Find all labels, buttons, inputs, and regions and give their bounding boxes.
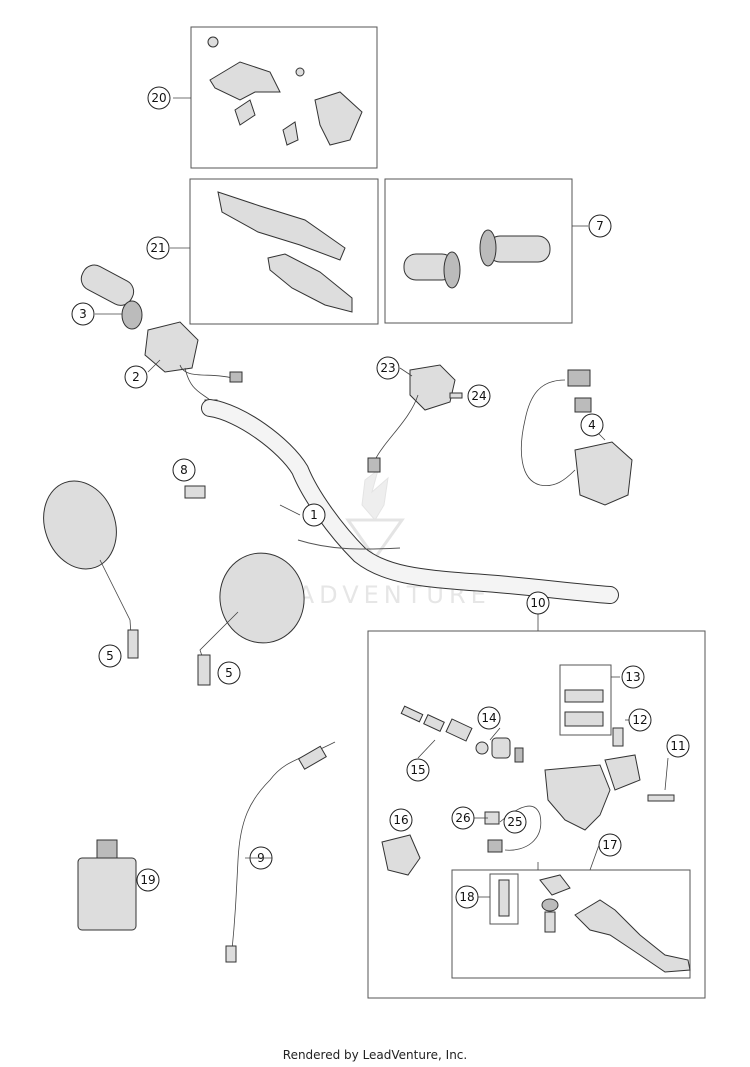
callout-25 [503,810,527,834]
callout-13 [621,665,645,689]
callout-19-text: 19 [140,873,155,887]
watermark-logo [345,468,405,561]
part-20-brackets [207,36,363,146]
callout-17-text: 17 [602,838,617,852]
callout-24-text: 24 [471,389,486,403]
box-21 [189,178,379,325]
callout-18-text: 18 [459,890,474,904]
callout-14 [477,706,501,730]
callout-20 [147,86,171,110]
callout-8-text: 8 [180,463,188,477]
callout-2-text: 2 [132,370,140,384]
callout-23 [376,356,400,380]
callout-4-text: 4 [588,418,596,432]
callout-13-text: 13 [625,670,640,684]
callout-24 [467,384,491,408]
callout-14-text: 14 [481,711,496,725]
callout-5-left-text: 5 [106,649,114,663]
part-4-switch [520,369,633,506]
part-13-cover [564,689,604,727]
callout-12 [628,708,652,732]
part-21-handguards [217,191,353,313]
callout-15-text: 15 [410,763,425,777]
footer-credit: Rendered by LeadVenture, Inc. [282,1048,468,1062]
callout-19 [136,868,160,892]
callout-21 [146,236,170,260]
part-11-bolt [647,794,675,802]
part-10-master-cylinder [544,754,641,831]
callout-11 [666,734,690,758]
part-5-mirror-right [197,552,305,686]
callout-12-text: 12 [632,713,647,727]
callout-16 [389,808,413,832]
part-2-switch [144,321,243,411]
box-7 [384,178,573,324]
callout-1-text: 1 [310,508,318,522]
callout-21-text: 21 [150,241,165,255]
callout-2 [124,365,148,389]
part-23-switch [367,364,456,473]
part-1-handlebar [201,399,619,604]
box-10 [367,630,706,999]
callout-1 [302,503,326,527]
box-20 [190,26,378,169]
callout-10-text: 10 [530,596,545,610]
callout-7-text: 7 [596,219,604,233]
leader-lines [95,97,669,870]
callout-3-text: 3 [79,307,87,321]
part-14-seal [475,737,524,763]
part-15-piston [400,705,473,742]
box-18 [489,873,519,925]
part-7-grips [403,229,551,289]
part-25-switch [487,805,542,853]
callout-11-text: 11 [670,739,685,753]
callout-15 [406,758,430,782]
box-13 [559,664,612,736]
part-3-grip [80,264,143,330]
callout-5-left [98,644,122,668]
callout-26-text: 26 [455,811,470,825]
callout-10 [526,591,550,615]
part-8-clip [184,485,206,499]
box-17 [451,869,691,979]
callout-20-text: 20 [151,91,166,105]
callout-25-text: 25 [507,815,522,829]
part-17-lever [539,874,691,973]
part-12-pin [612,727,624,747]
part-16-cover [381,834,421,876]
callout-8 [172,458,196,482]
callout-16-text: 16 [393,813,408,827]
callout-5-right [217,661,241,685]
callout-4 [580,413,604,437]
callout-3 [71,302,95,326]
part-5-mirror-left [43,480,139,659]
callout-5-right-text: 5 [225,666,233,680]
part-24-screw [449,392,463,399]
part-18-sleeve [498,879,510,917]
callout-23-text: 23 [380,361,395,375]
part-19-fluid-bottle [77,839,137,931]
part-9-cable [225,741,336,963]
callout-7 [588,214,612,238]
